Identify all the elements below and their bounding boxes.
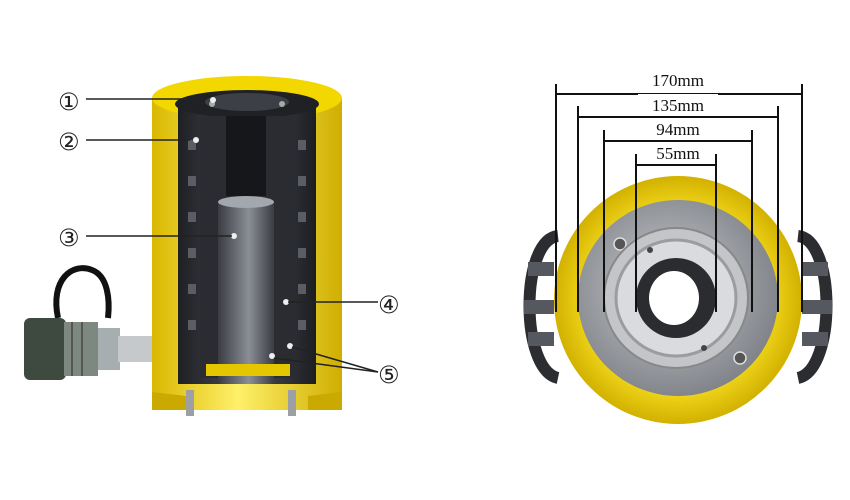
thread-ridges <box>188 140 306 330</box>
callout-5-label: ⑤ <box>378 361 400 389</box>
dimension-labels: 170mm 135mm 94mm 55mm <box>638 70 718 163</box>
callout-4: ④ <box>288 291 400 319</box>
callout-2: ② <box>58 128 190 156</box>
dimension-135-label: 135mm <box>652 96 704 115</box>
cylinder-top-view <box>523 176 833 424</box>
dimension-55-label: 55mm <box>656 144 699 163</box>
right-handle <box>795 230 833 384</box>
callouts: ① ② ③ ④ ⑤ <box>58 88 400 389</box>
callout-2-label: ② <box>58 128 80 156</box>
hose-coupler <box>24 265 158 380</box>
callout-4-label: ④ <box>378 291 400 319</box>
dimension-94-label: 94mm <box>656 120 699 139</box>
cylinder-cutaway <box>24 76 342 416</box>
callout-3-label: ③ <box>58 224 80 252</box>
plunger <box>218 200 274 384</box>
dimension-55 <box>635 154 717 312</box>
callout-1-label: ① <box>58 88 80 116</box>
callout-1: ① <box>58 88 206 116</box>
callout-5: ⑤ <box>273 346 400 389</box>
dimension-94 <box>603 130 753 312</box>
left-handle <box>523 230 561 384</box>
dimension-170-label: 170mm <box>652 71 704 90</box>
dimension-135 <box>577 106 779 312</box>
callout-3: ③ <box>58 224 232 252</box>
